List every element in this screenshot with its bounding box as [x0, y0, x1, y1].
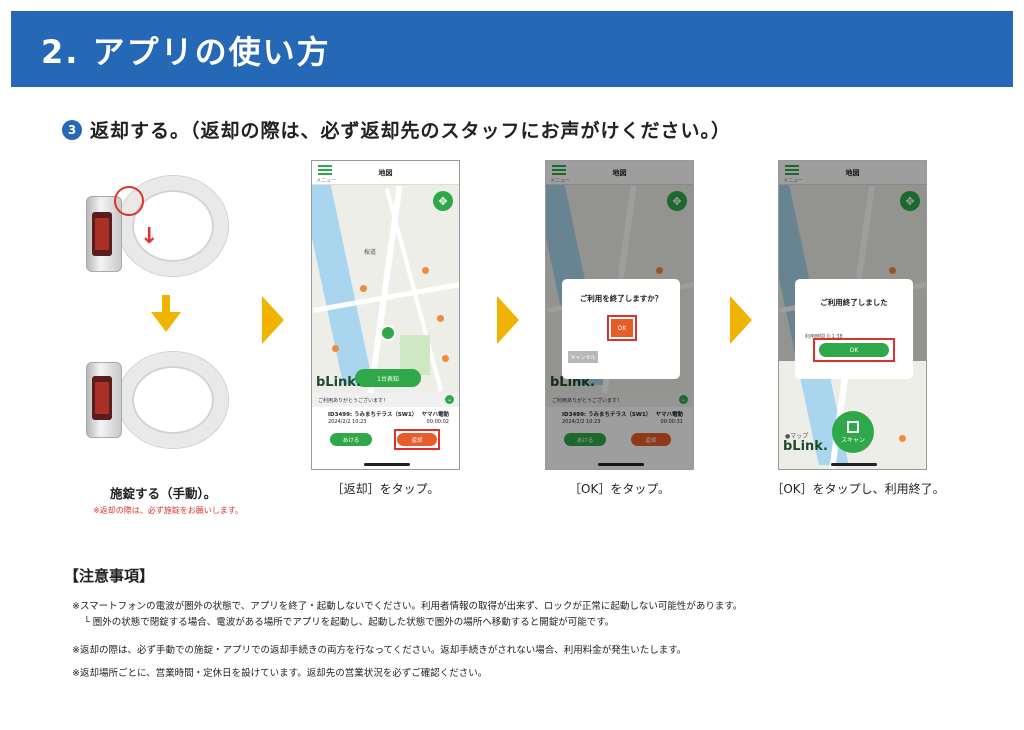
map-pin-icon[interactable]	[437, 315, 444, 322]
map-pin-icon[interactable]	[360, 285, 367, 292]
map-tab-label: ●マップ	[785, 433, 809, 440]
highlight-frame	[607, 315, 637, 341]
page-header: 2. アプリの使い方	[11, 11, 1013, 87]
map-title: 地図	[612, 169, 627, 177]
return-button[interactable]: 返却	[397, 433, 437, 446]
lock-display-icon	[92, 376, 112, 420]
locate-icon[interactable]: ✥	[667, 191, 687, 211]
dialog-title: ご利用を終了しますか？	[579, 294, 663, 303]
chevron-down-icon[interactable]: ⌄	[679, 395, 688, 404]
app-top-bar: メニュー 地図	[546, 161, 693, 185]
page-title: 2. アプリの使い方	[41, 33, 331, 71]
lock-note: ※返却の際は、必ず施錠をお願いします。	[93, 506, 243, 515]
rotate-arrow-icon: ↓	[140, 224, 159, 249]
map-pin-icon[interactable]	[332, 345, 339, 352]
phone2-caption: ［OK］をタップ。	[569, 482, 670, 496]
rental-panel: ご利用ありがとうございます！ ⌄ ID3499: うみまちテラス（SW1） ヤマ…	[312, 393, 459, 469]
menu-label: メニュー	[316, 178, 337, 184]
cancel-button[interactable]: キャンセル	[568, 351, 598, 363]
app-top-bar: メニュー 地図	[779, 161, 926, 185]
rental-panel: ご利用ありがとうございます！ ⌄ ID3499: うみまちテラス（SW1） ヤマ…	[546, 393, 693, 469]
map-label-sakura: 桜道	[364, 249, 377, 256]
road	[367, 185, 403, 393]
map-pin-icon[interactable]	[899, 435, 906, 442]
down-arrow-icon	[151, 312, 181, 332]
step-heading: 3 返却する。（返却の際は、必ず返却先のスタッフにお声がけください。）	[62, 116, 731, 143]
note-subitem: └ 圏外の状態で閉錠する場合、電波がある場所でアプリを起動し、起動した状態で圏外…	[84, 617, 615, 628]
bike-location-icon[interactable]	[380, 325, 396, 341]
right-arrow-icon	[262, 296, 284, 344]
open-button[interactable]: あける	[330, 433, 372, 446]
home-indicator	[598, 463, 644, 466]
highlight-frame	[813, 338, 895, 362]
phone1-caption: ［返却］をタップ。	[331, 482, 440, 496]
map-pin-icon[interactable]	[889, 267, 896, 274]
map-title: 地図	[378, 169, 393, 177]
lock-display-icon	[92, 212, 112, 256]
right-arrow-icon	[730, 296, 752, 344]
usage-time: 利用時間 0:1:38	[805, 334, 843, 340]
down-arrow-stem	[162, 295, 170, 313]
open-button[interactable]: あける	[564, 433, 606, 446]
menu-label: メニュー	[783, 178, 804, 184]
menu-icon[interactable]	[785, 165, 799, 177]
map-title: 地図	[845, 169, 860, 177]
step-text: 返却する。（返却の際は、必ず返却先のスタッフにお声がけください。）	[90, 120, 732, 142]
map-view[interactable]: 桜道 ✥ 1台表知 bLink.	[312, 185, 459, 393]
map-pin-icon[interactable]	[442, 355, 449, 362]
step-number-badge: 3	[62, 119, 82, 140]
confirm-dialog: ご利用を終了しますか？ OK キャンセル	[562, 279, 680, 379]
note-item: ※スマートフォンの電波が圏外の状態で、アプリを終了・起動しないでください。利用者…	[72, 601, 743, 612]
map-pin-icon[interactable]	[656, 267, 663, 274]
bike-info: ID3499: うみまちテラス（SW1） ヤマハ電動 2024/2/2 10:2…	[562, 412, 683, 425]
bike-info: ID3499: うみまちテラス（SW1） ヤマハ電動 2024/2/2 10:2…	[328, 412, 449, 425]
thanks-message: ご利用ありがとうございます！ ⌄	[312, 393, 459, 407]
locate-icon[interactable]: ✥	[900, 191, 920, 211]
highlight-frame	[394, 429, 440, 450]
qr-code-icon	[847, 420, 859, 433]
ok-button[interactable]: OK	[819, 343, 889, 357]
menu-icon[interactable]	[552, 165, 566, 177]
note-item: ※返却場所ごとに、営業時間・定休日を設けています。返却先の営業状況を必ずご確認く…	[72, 668, 488, 679]
locate-icon[interactable]: ✥	[433, 191, 453, 211]
lock-ring-icon	[118, 352, 228, 448]
highlight-circle-icon	[114, 186, 144, 216]
lock-caption: 施錠する（手動）。	[110, 486, 217, 501]
home-indicator	[831, 463, 877, 466]
thanks-message: ご利用ありがとうございます！ ⌄	[546, 393, 693, 407]
home-indicator	[364, 463, 410, 466]
map-pin-icon[interactable]	[422, 267, 429, 274]
chevron-down-icon[interactable]: ⌄	[445, 395, 454, 404]
scan-button[interactable]: スキャン	[832, 411, 874, 453]
app-top-bar: メニュー 地図	[312, 161, 459, 185]
right-arrow-icon	[497, 296, 519, 344]
bike-count-pill[interactable]: 1台表知	[355, 369, 421, 387]
menu-icon[interactable]	[318, 165, 332, 177]
menu-label: メニュー	[550, 178, 571, 184]
phone3-caption: ［OK］をタップし、利用終了。	[771, 482, 945, 496]
dialog-title: ご利用終了しました	[820, 298, 888, 307]
phone-screen-return: メニュー 地図 桜道 ✥ 1台表知 bLink. ご利用ありがとうございます！ …	[311, 160, 460, 470]
finished-dialog: ご利用終了しました 利用時間 0:1:38 OK	[795, 279, 913, 379]
note-item: ※返却の際は、必ず手動での施錠・アプリでの返却手続きの両方を行なってください。返…	[72, 645, 687, 656]
ok-button[interactable]: OK	[611, 319, 633, 337]
phone-screen-finished: メニュー 地図 ✥ bLink. ●マップ スキャン ご利用終了しました 利用時…	[778, 160, 927, 470]
park-area	[400, 335, 430, 375]
brand-logo: bLink.	[316, 375, 361, 390]
brand-logo: bLink.	[783, 439, 828, 454]
phone-screen-confirm: メニュー 地図 ✥ bLink. ご利用ありがとうございます！ ⌄ ID3499…	[545, 160, 694, 470]
return-button[interactable]: 返却	[631, 433, 671, 446]
notes-title: 【注意事項】	[64, 567, 155, 585]
